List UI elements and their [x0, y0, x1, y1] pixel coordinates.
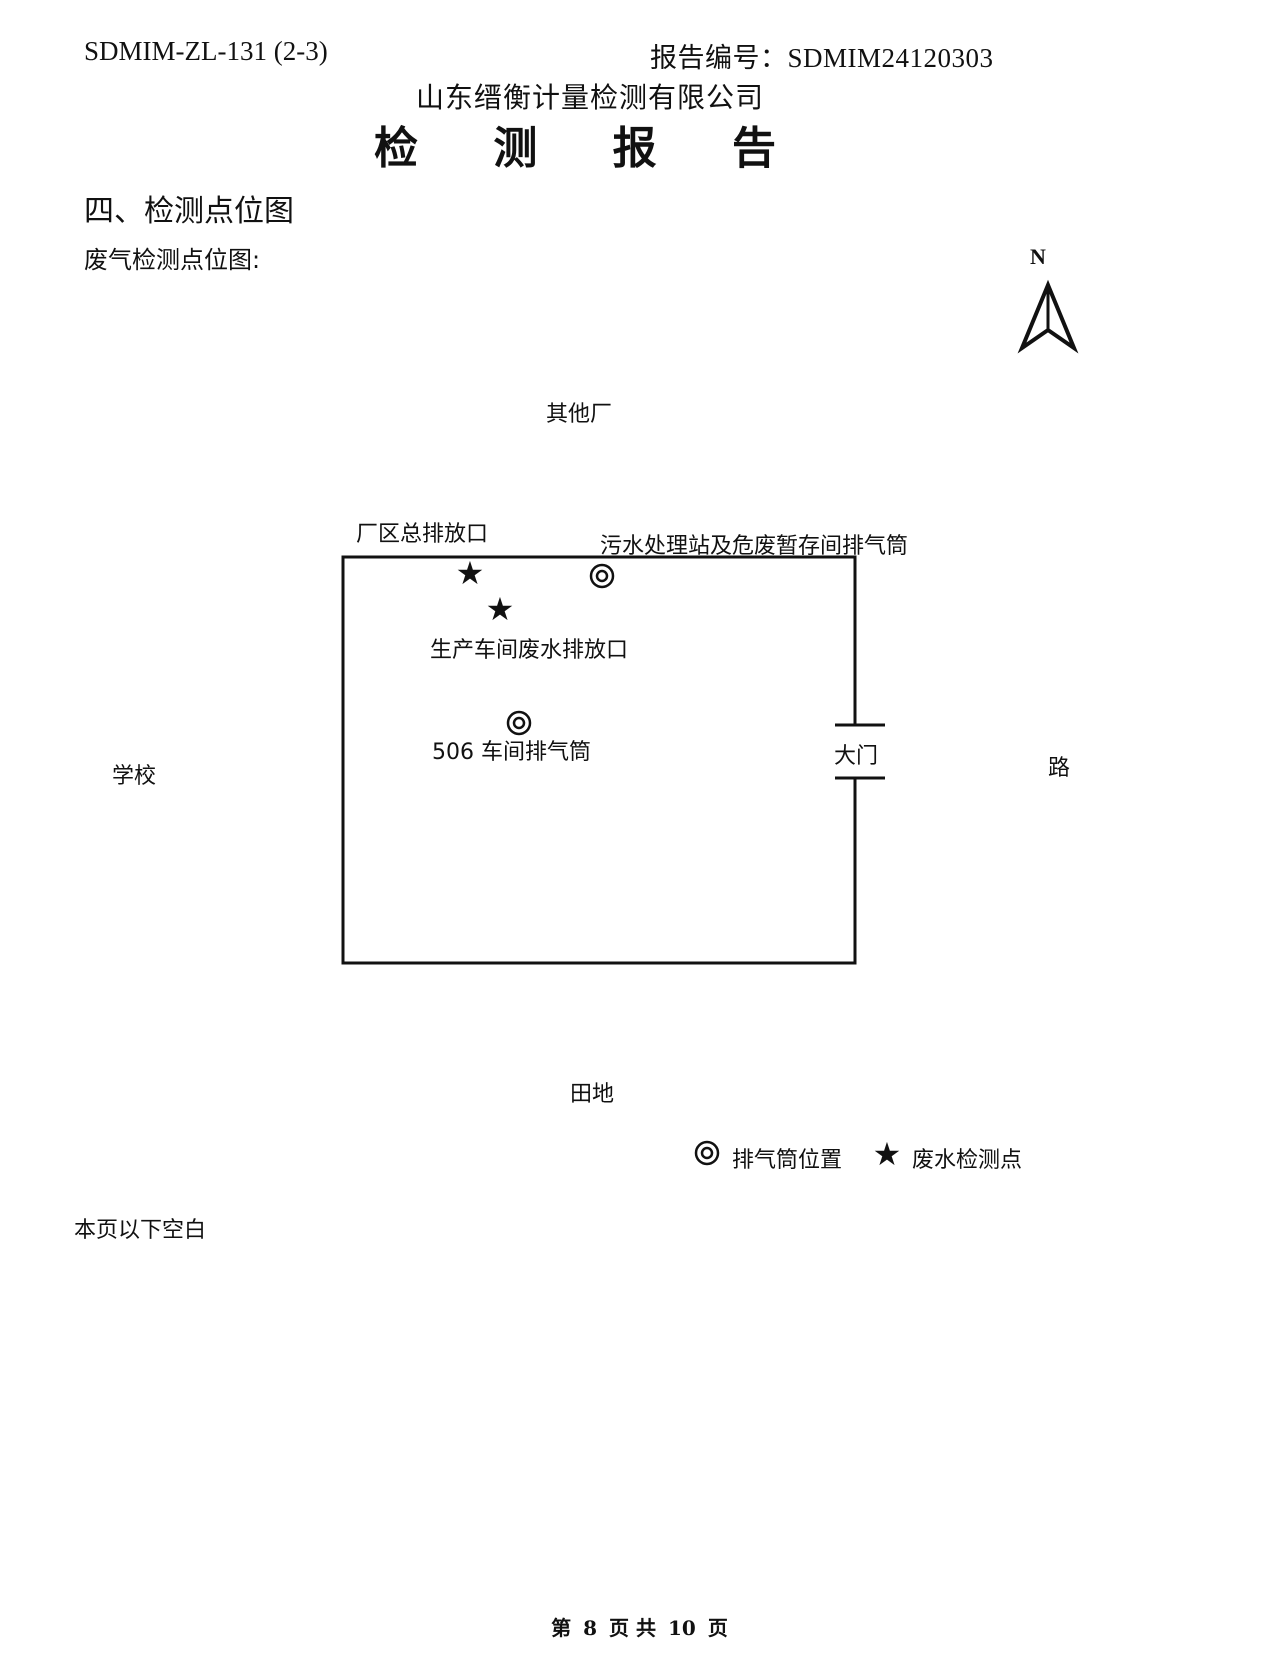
legend-wastewater-label: 废水检测点	[912, 1148, 1023, 1173]
north-label: N	[1030, 244, 1046, 269]
company-name: 山东缙衡计量检测有限公司	[415, 81, 764, 114]
stack-marker-icon	[506, 710, 532, 736]
label-workshop-wastewater-outlet: 生产车间废水排放口	[430, 638, 629, 663]
blank-page-note: 本页以下空白	[74, 1218, 207, 1243]
label-workshop-506-stack: 506 车间排气筒	[432, 740, 591, 765]
stack-marker-icon	[589, 563, 615, 589]
surrounding-north: 其他厂	[546, 402, 613, 427]
label-gate: 大门	[834, 744, 879, 769]
label-sewage-station-stack: 污水处理站及危废暂存间排气筒	[600, 534, 909, 559]
subsection-heading: 废气检测点位图:	[84, 246, 261, 274]
surrounding-south: 田地	[570, 1082, 615, 1107]
surrounding-east: 路	[1048, 756, 1071, 781]
page-total: 10	[668, 1616, 696, 1640]
wastewater-point-icon: ★	[456, 554, 485, 592]
label-total-outlet: 厂区总排放口	[356, 522, 489, 547]
legend-stack-label: 排气筒位置	[732, 1148, 843, 1173]
page-current: 8	[583, 1616, 598, 1640]
form-code: SDMIM-ZL-131 (2-3)	[84, 36, 328, 66]
page-suffix: 页	[707, 1616, 728, 1640]
north-arrow-icon	[1017, 279, 1079, 354]
report-number: 报告编号：SDMIM24120303	[650, 43, 994, 73]
section-heading: 四、检测点位图	[84, 194, 294, 229]
document-title: 检 测 报 告	[374, 123, 806, 174]
page-mid: 页 共	[609, 1616, 657, 1640]
wastewater-point-icon: ★	[486, 590, 515, 628]
surrounding-west: 学校	[112, 764, 157, 789]
legend-wastewater-icon: ★	[873, 1135, 902, 1173]
legend-stack-icon	[694, 1140, 720, 1166]
plant-boundary	[341, 555, 857, 965]
page-prefix: 第	[551, 1616, 572, 1640]
